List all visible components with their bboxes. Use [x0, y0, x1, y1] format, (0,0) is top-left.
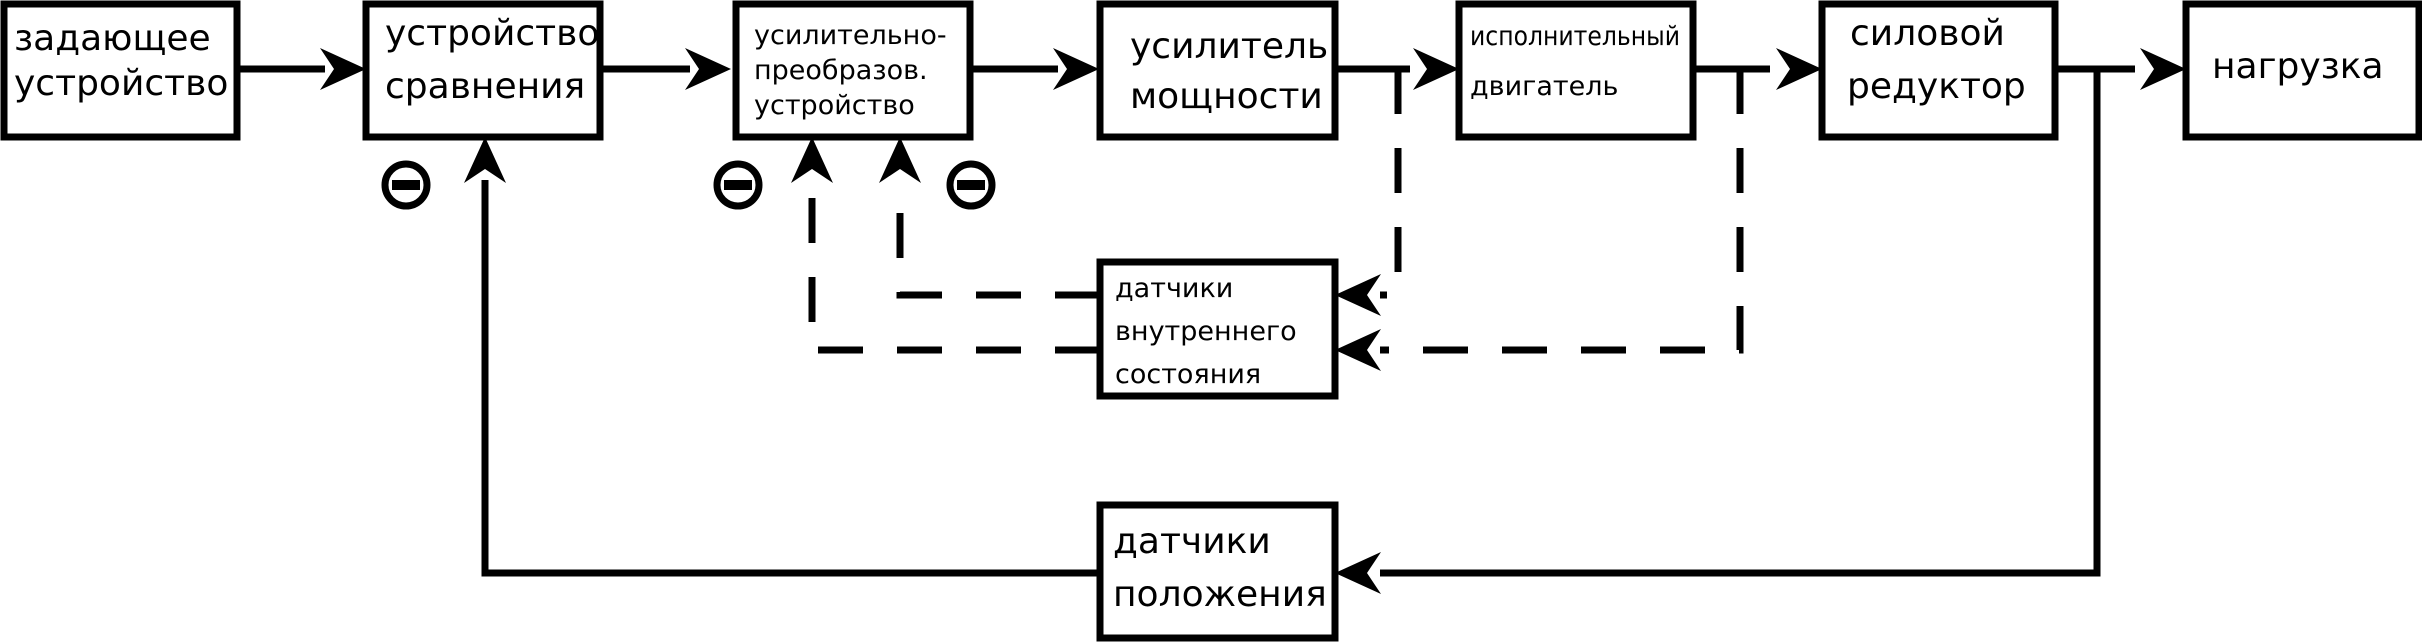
minus-sign-icon [713, 160, 763, 210]
arrowhead-right [320, 48, 366, 90]
amp-converter-label-line3: устройство [754, 90, 915, 121]
arrowhead-right [1413, 48, 1459, 90]
arrowhead-right [1053, 48, 1099, 90]
position-sensors-label-line1: датчики [1113, 521, 1271, 562]
position-sensors-block: датчики положения [1096, 501, 1339, 642]
amp-converter-label-line1: усилительно- [754, 20, 947, 51]
load-label: нагрузка [2212, 46, 2384, 87]
power-gearbox-label-line1: силовой [1850, 13, 2005, 54]
arrowhead-right [685, 48, 731, 90]
forward-arrowheads [320, 48, 2186, 90]
power-amplifier-label-line2: мощности [1130, 76, 1323, 117]
comparator-block: устройство сравнения [362, 0, 604, 141]
master-device-block: задающее устройство [0, 0, 241, 141]
internal-sensors-label-line1: датчики [1115, 273, 1233, 304]
internal-sensors-label-line3: состояния [1115, 359, 1261, 390]
amp-converter-label-line2: преобразов. [754, 55, 928, 86]
internal-sensors-label-line2: внутреннего [1115, 316, 1297, 347]
load-block: нагрузка [2182, 0, 2422, 141]
internal-state-sensors-block: датчики внутреннего состояния [1096, 258, 1339, 400]
comparator-label-line1: устройство [385, 13, 599, 54]
internal-feedback-loops [791, 69, 1744, 371]
arrowhead-up [464, 137, 506, 183]
arrowhead-up [791, 137, 833, 183]
minus-sign-icon [381, 160, 431, 210]
actuator-motor-label-line2: двигатель [1470, 71, 1618, 102]
power-amplifier-label-line1: усилитель [1130, 26, 1328, 67]
minus-sign-icon [946, 160, 996, 210]
arrowhead-left [1335, 552, 1381, 594]
arrowhead-right [2140, 48, 2186, 90]
power-gearbox-block: силовой редуктор [1818, 0, 2059, 141]
master-device-label-line2: устройство [14, 63, 228, 104]
master-device-label-line1: задающее [14, 18, 211, 59]
arrowhead-up [879, 137, 921, 183]
arrowhead-right [1776, 48, 1822, 90]
position-feedback-loop [464, 69, 2101, 594]
amp-converter-block: усилительно- преобразов. устройство [732, 0, 974, 141]
position-sensors-label-line2: положения [1113, 574, 1327, 615]
arrowhead-left [1335, 329, 1381, 371]
comparator-label-line2: сравнения [385, 66, 585, 107]
power-gearbox-label-line2: редуктор [1847, 66, 2026, 107]
arrowhead-left [1335, 274, 1381, 316]
actuator-motor-block: исполнительный двигатель [1455, 0, 1697, 141]
actuator-motor-label-line1: исполнительный [1470, 21, 1680, 52]
power-amplifier-block: усилитель мощности [1096, 0, 1339, 141]
